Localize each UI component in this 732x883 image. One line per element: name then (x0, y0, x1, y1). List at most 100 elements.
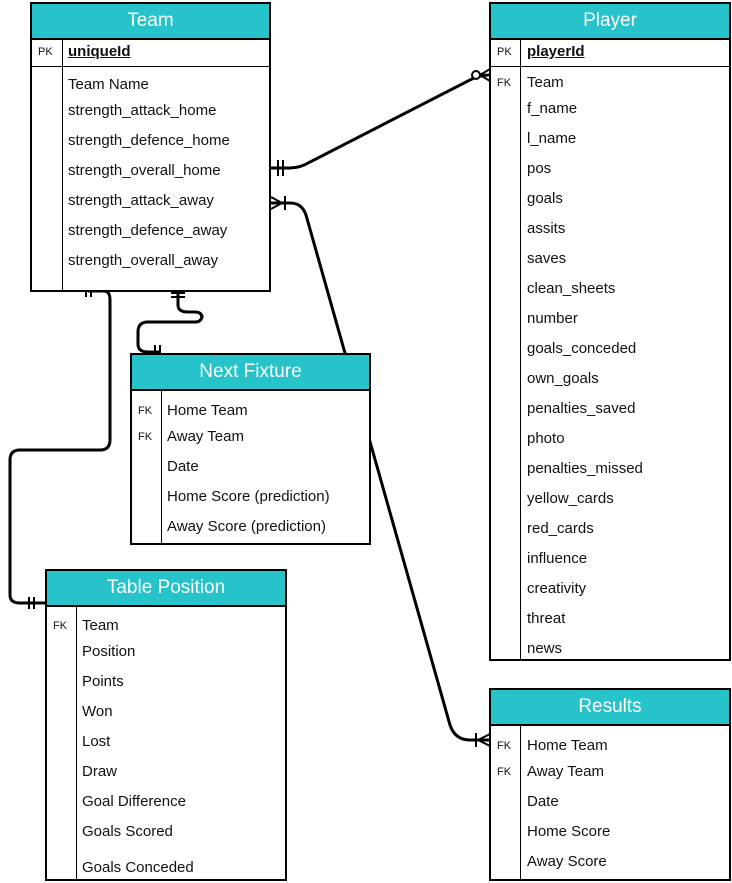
rel-team-player-zero-mark (471, 70, 481, 80)
key-badge: FK (138, 405, 153, 417)
pk-row: PK uniqueId (32, 40, 269, 67)
field-name: threat (527, 610, 566, 627)
field-row: Away Score (prediction) (132, 516, 369, 538)
field-name: Away Team (527, 763, 604, 780)
field-row: Won (47, 701, 285, 723)
rel-team-results-crow (270, 196, 283, 204)
field-row: saves (491, 248, 729, 270)
field-row: influence (491, 548, 729, 570)
field-name: assits (527, 220, 566, 237)
field-row: strength_attack_home (32, 100, 269, 122)
pk-badge: PK (38, 46, 53, 58)
field-name: strength_defence_away (68, 222, 228, 239)
key-badge: FK (497, 77, 512, 89)
field-row: goals_conceded (491, 338, 729, 360)
field-name: Team (82, 617, 119, 634)
entity-title: Next Fixture (132, 355, 369, 391)
field-row: strength_overall_home (32, 160, 269, 182)
team-entity[interactable]: Team PK uniqueId Team Name strength_atta… (30, 2, 271, 292)
field-row: Lost (47, 731, 285, 753)
pk-field: uniqueId (68, 43, 131, 60)
pk-row: PK playerId (491, 40, 729, 67)
field-row: clean_sheets (491, 278, 729, 300)
field-name: f_name (527, 100, 578, 117)
field-row: assits (491, 218, 729, 240)
entity-title: Player (491, 4, 729, 40)
field-name: Home Score (527, 823, 611, 840)
column-divider (161, 391, 162, 543)
field-row: Points (47, 671, 285, 693)
entity-title: Team (32, 4, 269, 40)
field-name: goals (527, 190, 563, 207)
field-name: strength_defence_home (68, 132, 230, 149)
field-name: number (527, 310, 578, 327)
field-name: goals_conceded (527, 340, 637, 357)
field-name: Goal Difference (82, 793, 186, 810)
field-row: pos (491, 158, 729, 180)
field-row: news (491, 638, 729, 660)
field-name: strength_overall_away (68, 252, 219, 269)
field-name: clean_sheets (527, 280, 616, 297)
field-name: Goals Scored (82, 823, 173, 840)
column-divider (76, 607, 77, 879)
field-row: Position (47, 641, 285, 663)
field-row: f_name (491, 98, 729, 120)
field-name: saves (527, 250, 567, 267)
field-name: Home Score (prediction) (167, 488, 330, 505)
field-row: Date (491, 791, 729, 813)
field-name: strength_attack_away (68, 192, 214, 209)
entity-title: Results (491, 690, 729, 726)
field-name: yellow_cards (527, 490, 614, 507)
field-name: Home Team (527, 737, 608, 754)
field-row: Date (132, 456, 369, 478)
field-name: photo (527, 430, 565, 447)
field-row: FK Away Team (491, 761, 729, 783)
field-row: strength_defence_home (32, 130, 269, 152)
field-name: Won (82, 703, 113, 720)
rel-team-nextfixture (136, 291, 204, 354)
field-row: threat (491, 608, 729, 630)
field-row: penalties_missed (491, 458, 729, 480)
key-badge: FK (497, 766, 512, 778)
field-row: l_name (491, 128, 729, 150)
field-name: penalties_saved (527, 400, 636, 417)
field-row: yellow_cards (491, 488, 729, 510)
field-name: Points (82, 673, 124, 690)
field-name: red_cards (527, 520, 594, 537)
field-row: Goal Difference (47, 791, 285, 813)
pk-badge: PK (497, 46, 512, 58)
entity-title: Table Position (47, 571, 285, 607)
rel-team-player (270, 73, 491, 170)
field-name: influence (527, 550, 588, 567)
results-entity[interactable]: Results FK Home Team FK Away Team Date Hom… (489, 688, 731, 881)
field-name: Date (167, 458, 199, 475)
field-row: Home Score (prediction) (132, 486, 369, 508)
field-name: Draw (82, 763, 118, 780)
field-name: l_name (527, 130, 577, 147)
field-row: goals (491, 188, 729, 210)
field-name: Away Score (527, 853, 607, 870)
key-badge: FK (497, 740, 512, 752)
field-name: Goals Conceded (82, 859, 194, 876)
field-name: news (527, 640, 563, 657)
field-row: Goals Conceded (47, 857, 285, 879)
field-name: Lost (82, 733, 111, 750)
rel-team-tableposition (8, 289, 112, 605)
field-name: pos (527, 160, 552, 177)
key-badge: FK (138, 431, 153, 443)
field-row: creativity (491, 578, 729, 600)
rel-team-results-crow (270, 202, 283, 210)
field-name: creativity (527, 580, 587, 597)
field-row: FK Home Team (491, 735, 729, 757)
field-name: strength_overall_home (68, 162, 221, 179)
field-row: red_cards (491, 518, 729, 540)
column-divider (520, 40, 521, 659)
field-row: strength_defence_away (32, 220, 269, 242)
